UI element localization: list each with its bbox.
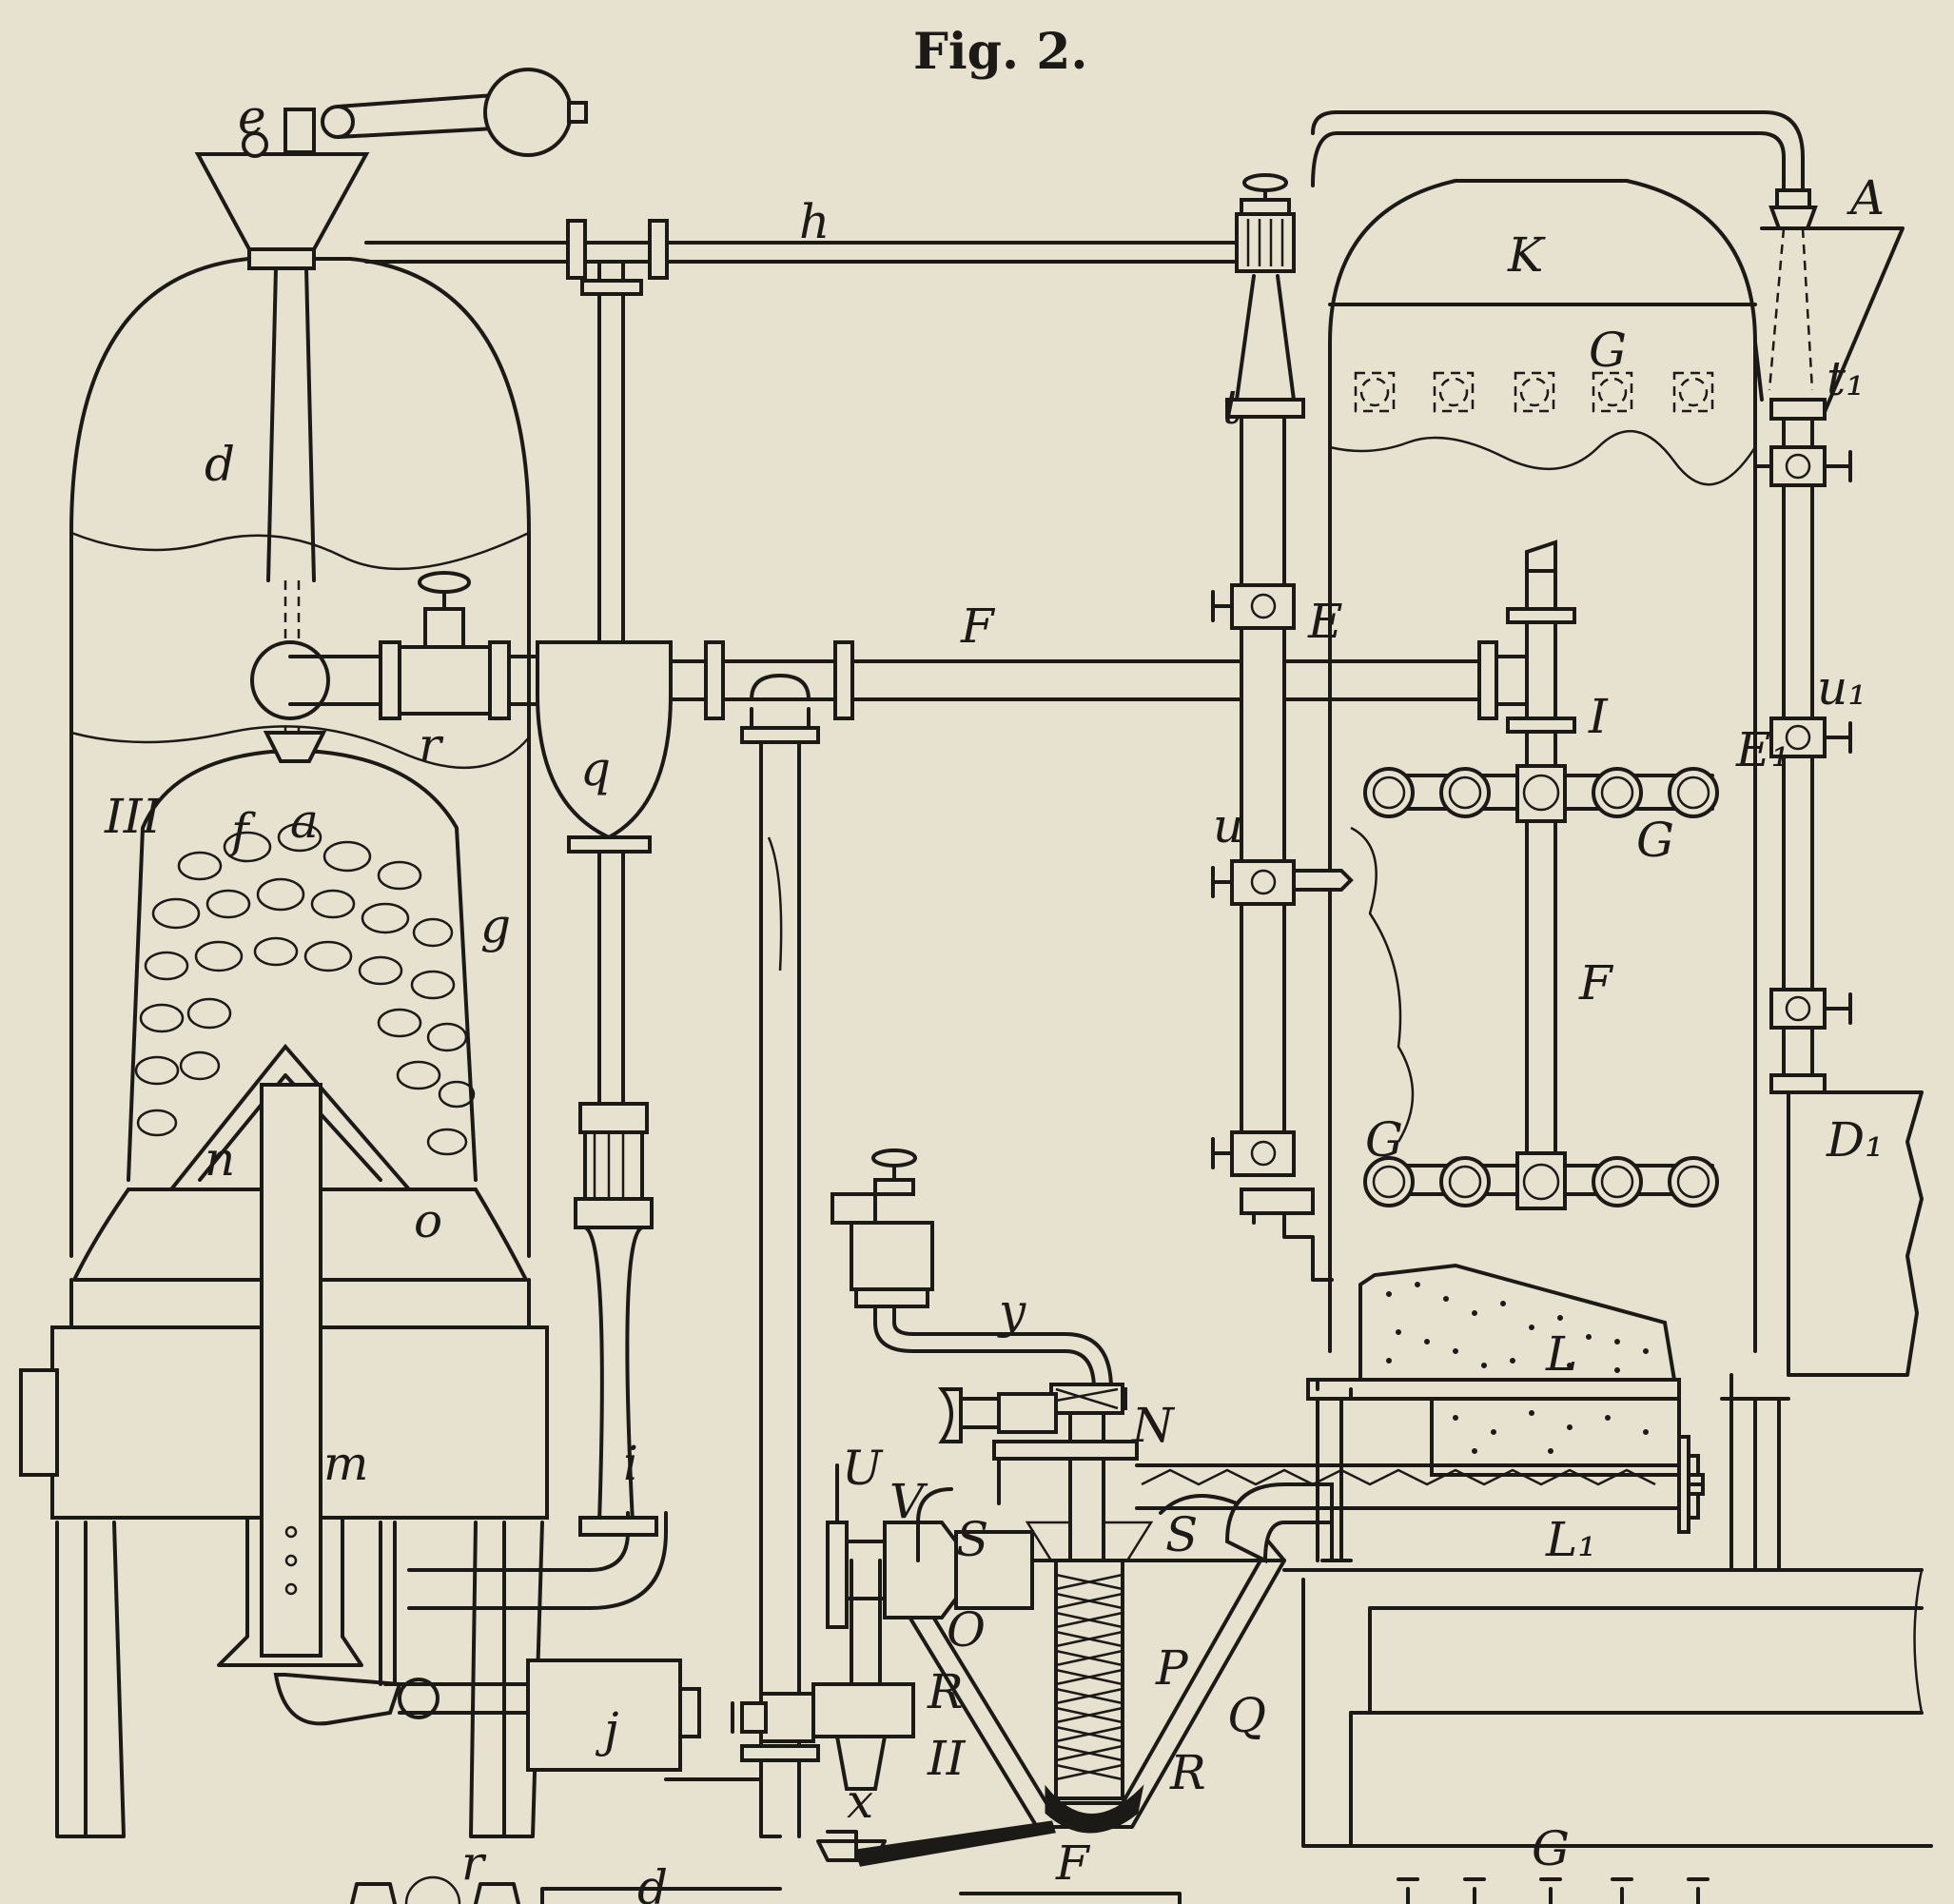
- label-a: a: [290, 794, 319, 849]
- valve-r-and-separator-q: [250, 571, 673, 1106]
- label-o-center: O: [947, 1602, 986, 1658]
- label-d-bottom: d: [637, 1860, 668, 1904]
- label-r-bottom: r: [461, 1835, 487, 1891]
- label-f-bottom: F: [1055, 1835, 1091, 1891]
- label-o: o: [414, 1193, 442, 1248]
- float-valve-e: [242, 68, 588, 158]
- label-p: P: [1155, 1640, 1189, 1696]
- pipe-h: [364, 219, 1239, 658]
- label-e: e: [238, 89, 266, 145]
- figure-title: Fig. 2.: [913, 23, 1088, 81]
- label-r: r: [419, 717, 444, 773]
- label-y: y: [997, 1284, 1026, 1339]
- label-f-inner: F: [1578, 955, 1614, 1011]
- label-x: x: [847, 1774, 873, 1829]
- label-k: K: [1507, 227, 1546, 283]
- label-i-chamber: I: [1588, 689, 1609, 744]
- label-l: L: [1545, 1326, 1577, 1382]
- label-ii: II: [927, 1731, 967, 1786]
- label-h: h: [799, 194, 830, 249]
- label-t: t: [1222, 380, 1242, 435]
- pipe-y: [830, 1148, 1127, 1410]
- label-u: u: [1213, 798, 1243, 854]
- label-u1: u₁: [1817, 660, 1866, 716]
- label-g-row: G: [1636, 813, 1674, 868]
- label-r-upper: R: [927, 1664, 964, 1719]
- label-iii: III: [104, 789, 163, 844]
- label-n-worm: N: [1131, 1398, 1176, 1453]
- bottom-partial-view: [350, 1875, 1710, 1904]
- apparatus-ii: [664, 1383, 1353, 1867]
- label-n: n: [205, 1131, 235, 1187]
- label-g-lower: G: [1365, 1112, 1403, 1168]
- label-u-pulley: U: [842, 1441, 884, 1496]
- label-q: q: [580, 741, 611, 796]
- pipe-t-column: [1211, 173, 1354, 1282]
- label-e1: E₁: [1735, 722, 1790, 777]
- chamber-i: [1135, 110, 1933, 1848]
- label-m: m: [323, 1436, 368, 1491]
- injector-i: [574, 1102, 658, 1537]
- label-f: F: [960, 599, 996, 654]
- nozzle-row-lower: [1363, 1151, 1719, 1210]
- label-f-nozzle: f: [227, 803, 256, 858]
- label-s-right: S: [1165, 1507, 1198, 1562]
- conveyor-dots: [1453, 1410, 1649, 1454]
- label-d1: D₁: [1826, 1112, 1884, 1168]
- label-i: i: [623, 1436, 638, 1491]
- part-labels: e h d r q F E I III f a g n o m i j K G …: [104, 89, 1885, 1904]
- label-g: g: [480, 898, 511, 953]
- label-d: d: [205, 437, 235, 492]
- label-g-top: G: [1589, 323, 1627, 378]
- dashed-nozzles-top: [1354, 371, 1714, 413]
- label-e-pipe: E: [1307, 594, 1343, 649]
- generator-vessel-iii: [19, 152, 668, 1838]
- box-j: [526, 1659, 701, 1772]
- rubble-fill: [134, 822, 476, 1156]
- label-v: V: [889, 1474, 928, 1529]
- label-a-right: A: [1847, 170, 1885, 226]
- label-r-lower: R: [1169, 1745, 1206, 1800]
- label-l1: L₁: [1545, 1512, 1596, 1567]
- label-s-left: S: [956, 1512, 988, 1567]
- label-g-bottom: G: [1532, 1821, 1570, 1876]
- granular-dots: [1386, 1282, 1649, 1373]
- nozzle-row-upper: [1363, 764, 1719, 823]
- label-q-right: Q: [1227, 1688, 1266, 1743]
- label-t1: t₁: [1827, 351, 1865, 406]
